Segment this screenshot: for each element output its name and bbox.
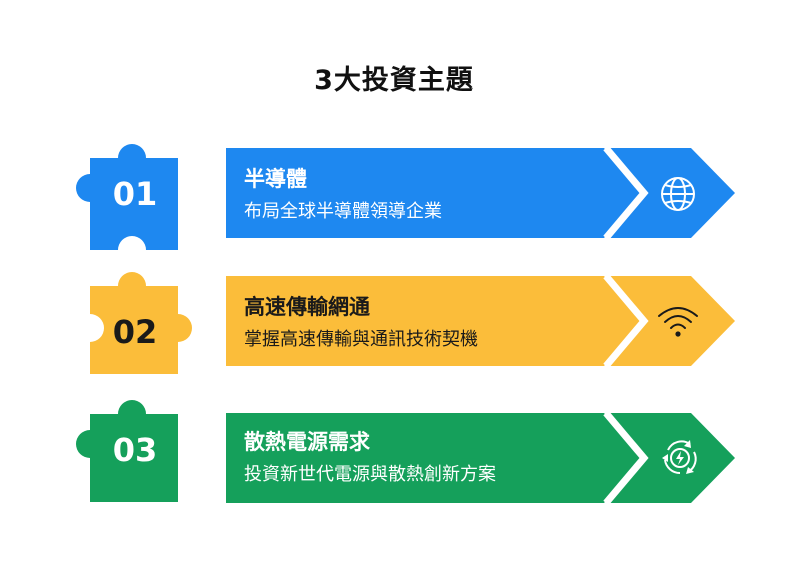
wifi-icon [658, 307, 698, 337]
theme-heading: 高速傳輸網通 [244, 295, 370, 319]
theme-subtitle: 布局全球半導體領導企業 [244, 201, 442, 222]
puzzle-shape [76, 144, 178, 250]
theme-subtitle: 投資新世代電源與散熱創新方案 [244, 464, 496, 485]
theme-row-3: 03 散熱電源需求 投資新世代電源與散熱創新方案 [0, 386, 788, 506]
theme-text-1: 半導體 布局全球半導體領導企業 [244, 166, 442, 224]
arrow-banner-1 [226, 148, 735, 238]
puzzle-number: 02 [112, 313, 158, 351]
theme-row-1: 01 半導體 布局全球半導體領導企業 [0, 130, 788, 250]
puzzle-fill [76, 400, 178, 502]
theme-text-3: 散熱電源需求 投資新世代電源與散熱創新方案 [244, 429, 496, 487]
puzzle-shape [76, 400, 178, 502]
puzzle-piece-1: 01 [60, 130, 210, 250]
theme-subtitle: 掌握高速傳輸與通訊技術契機 [244, 329, 478, 350]
theme-row-2: 02 高速傳輸網通 掌握高速傳輸與通訊技術契機 [0, 258, 788, 378]
puzzle-piece-3: 03 [60, 386, 210, 506]
puzzle-fill [76, 144, 178, 250]
puzzle-fill [90, 272, 192, 374]
arrow-banner-2 [226, 276, 735, 366]
globe-icon [661, 177, 695, 211]
puzzle-number: 01 [112, 175, 158, 213]
power-cycle-icon [662, 440, 697, 475]
puzzle-number: 03 [112, 431, 158, 469]
theme-heading: 半導體 [244, 167, 307, 191]
page-title: 3大投資主題 [314, 65, 474, 96]
theme-heading: 散熱電源需求 [244, 430, 370, 454]
puzzle-piece-2: 02 [60, 258, 210, 378]
theme-text-2: 高速傳輸網通 掌握高速傳輸與通訊技術契機 [244, 294, 478, 352]
puzzle-shape [90, 272, 192, 374]
arrow-banner-3 [226, 413, 735, 503]
